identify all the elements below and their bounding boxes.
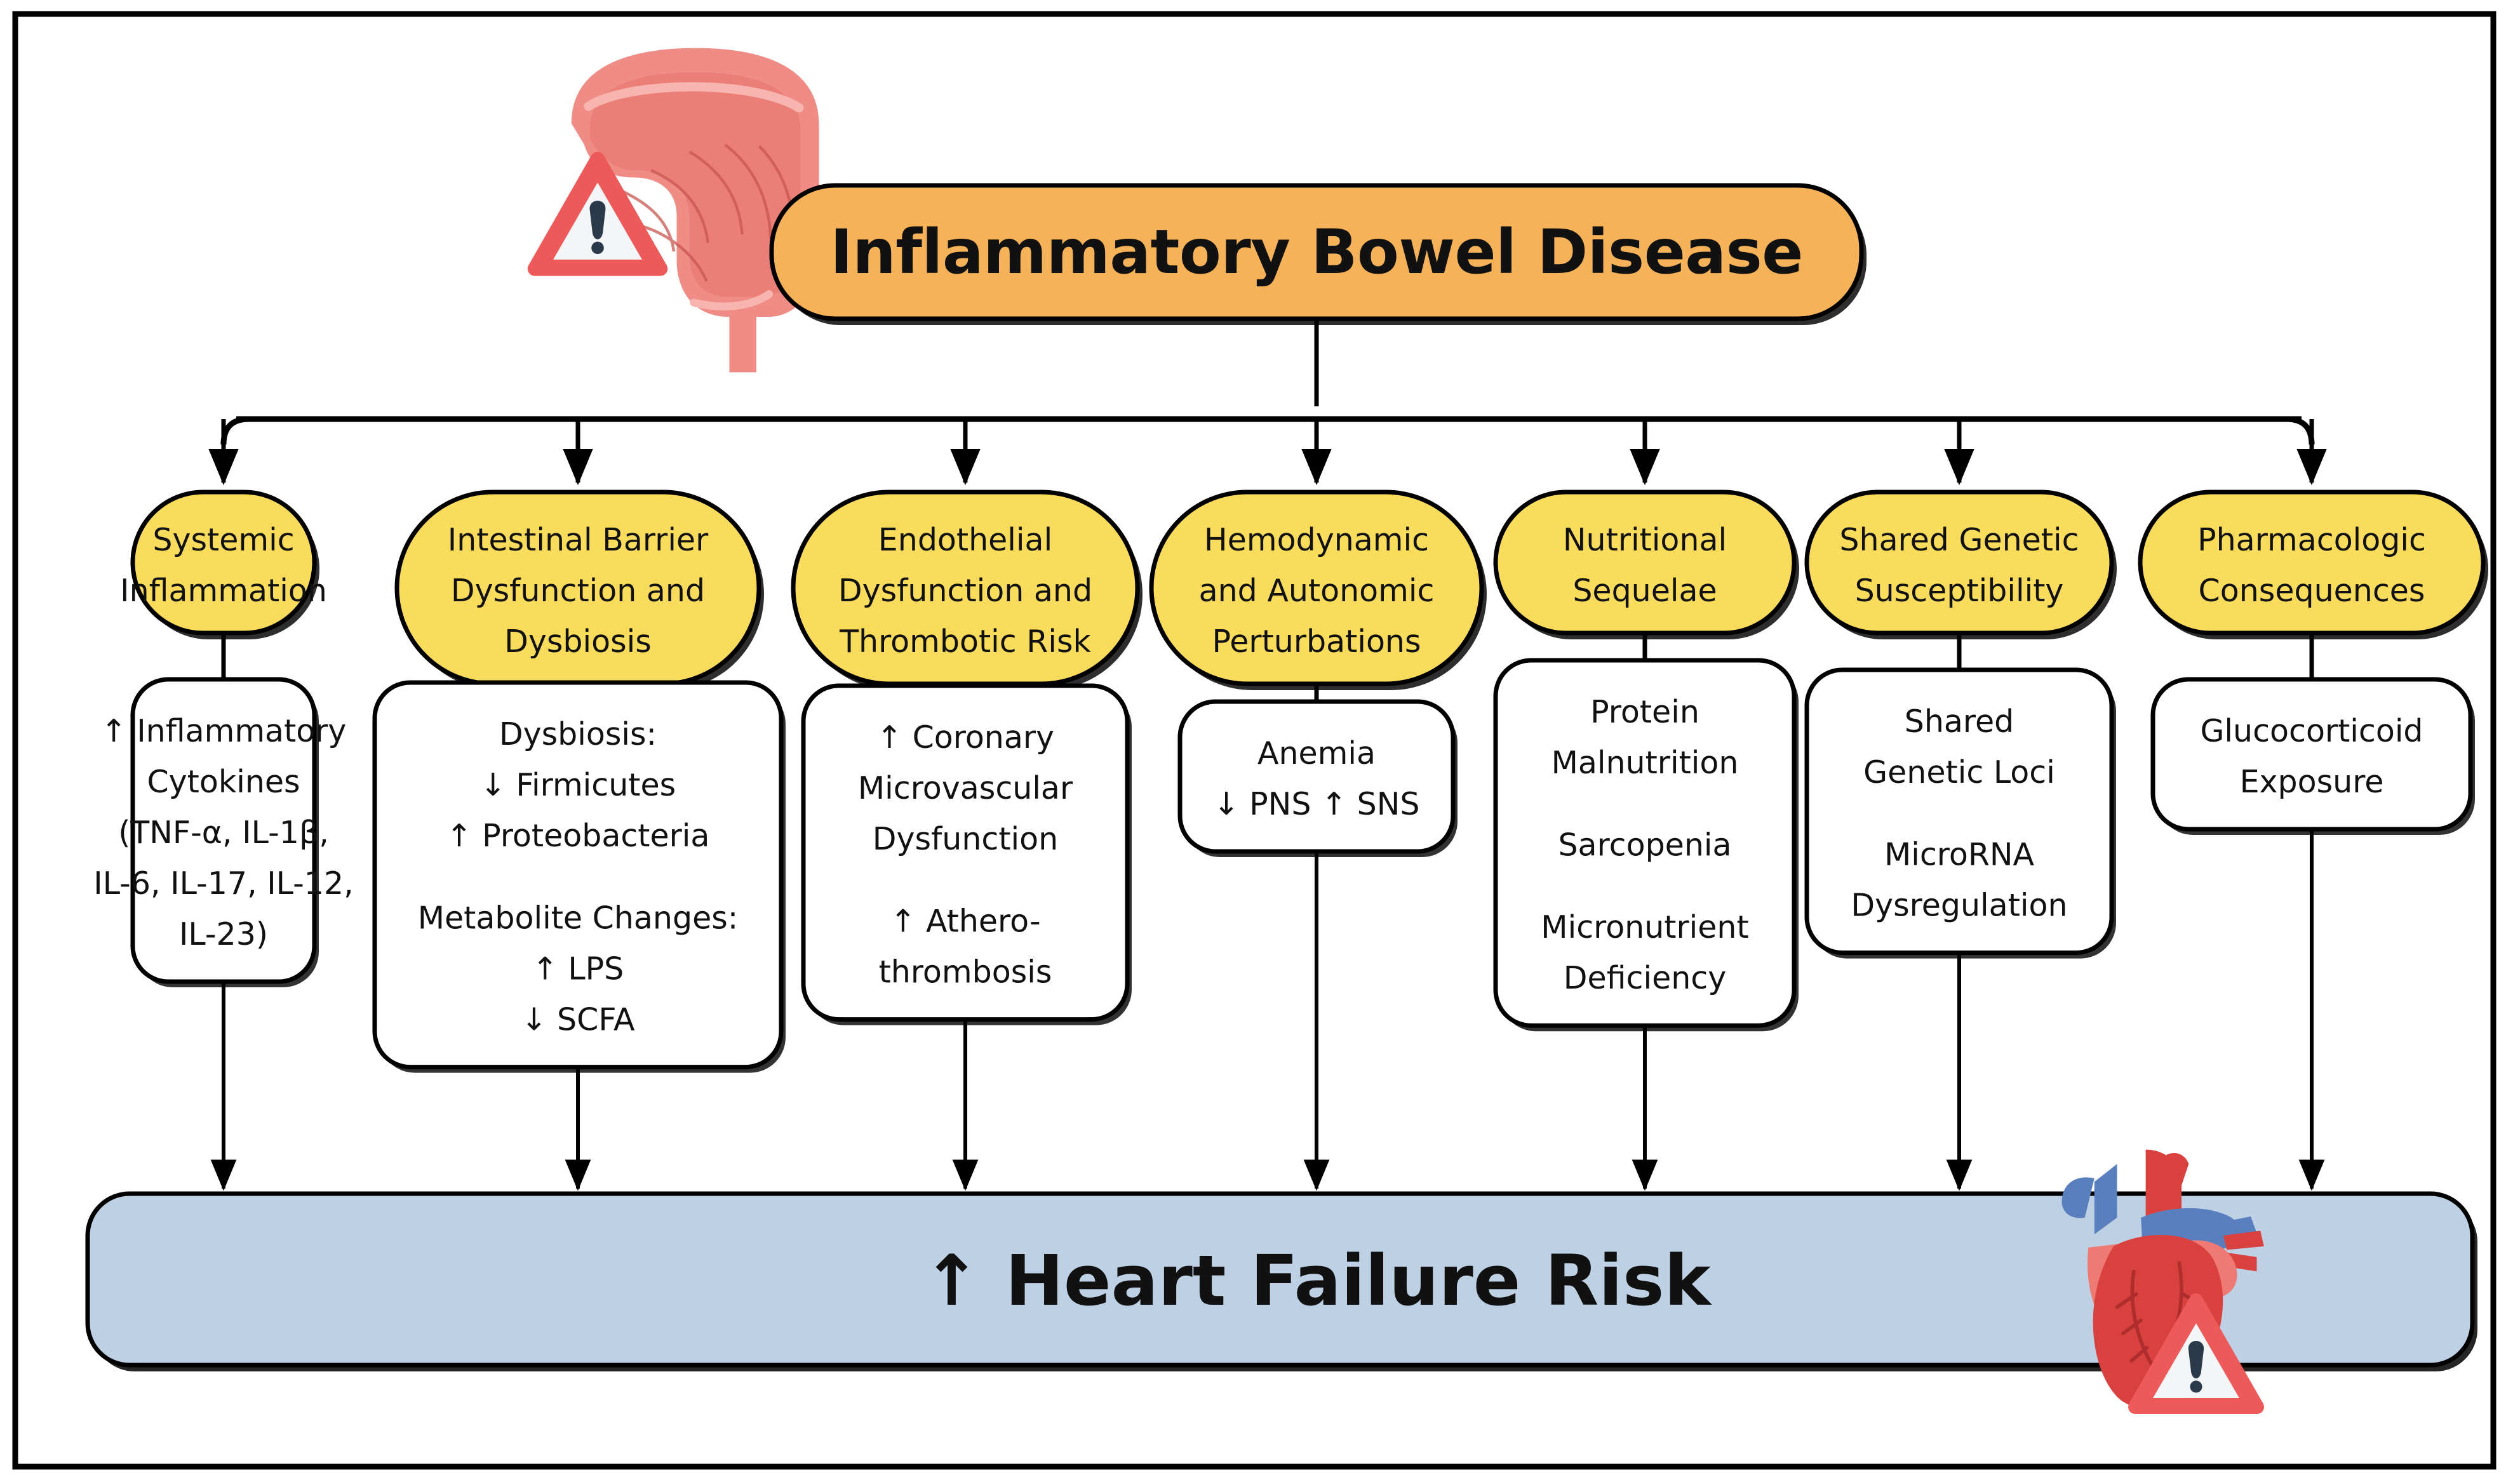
bus-right-curve — [2286, 416, 2315, 445]
detail-label-endothelial-dysfunction-line: ↑ Coronary — [876, 719, 1054, 756]
detail-label-endothelial-dysfunction-line: ↑ Athero- — [890, 903, 1040, 940]
outer-frame — [12, 11, 2497, 1470]
detail-label-pharmacologic-consequences-line: Exposure — [2240, 764, 2384, 800]
detail-box-pharmacologic-consequences[interactable] — [2150, 677, 2473, 832]
mechanism-pill-label-nutritional-sequelae-line: Nutritional — [1563, 522, 1727, 558]
detail-label-intestinal-barrier-dysfunction-line: Metabolite Changes: — [418, 900, 739, 937]
mechanism-pill-label-pharmacologic-consequences-line: Consequences — [2199, 573, 2425, 609]
mechanism-pill-nutritional-sequelae[interactable] — [1493, 490, 1797, 636]
mechanism-pill-label-endothelial-dysfunction-line: Endothelial — [878, 522, 1052, 558]
detail-label-endothelial-dysfunction-line: Microvascular — [858, 770, 1073, 806]
detail-label-systemic-inflammation-line: (TNF-α, IL-1β, — [118, 815, 329, 851]
detail-label-nutritional-sequelae-line: Protein — [1590, 694, 1699, 730]
detail-label-pharmacologic-consequences-line: Glucocorticoid — [2200, 713, 2423, 749]
detail-label-shared-genetic-susceptibility-line: Shared — [1905, 703, 2014, 740]
detail-label-intestinal-barrier-dysfunction-line: ↑ Proteobacteria — [446, 818, 710, 854]
mechanism-pill-label-intestinal-barrier-dysfunction-line: Dysfunction and — [451, 573, 705, 609]
mechanism-pill-label-endothelial-dysfunction-line: Thrombotic Risk — [839, 623, 1091, 660]
detail-label-systemic-inflammation-line: Cytokines — [147, 764, 300, 800]
mechanism-pill-label-shared-genetic-susceptibility-line: Shared Genetic — [1839, 522, 2079, 558]
branch-shared-genetic-susceptibility: Shared GeneticSusceptibilitySharedGeneti… — [1804, 490, 2117, 1191]
detail-label-intestinal-barrier-dysfunction-line: ↓ Firmicutes — [480, 767, 676, 803]
mechanism-pill-label-systemic-inflammation-line: Systemic — [152, 522, 294, 558]
mechanism-pill-label-pharmacologic-consequences-line: Pharmacologic — [2197, 522, 2426, 558]
detail-label-nutritional-sequelae-line: Deficiency — [1564, 960, 1726, 996]
page-title: Inflammatory Bowel Disease — [830, 217, 1803, 288]
bus-left-curve — [220, 416, 250, 445]
mechanism-pill-label-systemic-inflammation-line: Inflammation — [120, 573, 327, 609]
detail-label-systemic-inflammation-line: IL-6, IL-17, IL-12, — [93, 865, 353, 902]
detail-label-shared-genetic-susceptibility-line: Dysregulation — [1851, 888, 2067, 924]
detail-label-endothelial-dysfunction-line: Dysfunction — [873, 821, 1058, 857]
detail-label-shared-genetic-susceptibility-line: Genetic Loci — [1863, 754, 2055, 790]
detail-label-hemodynamic-autonomic: Anemia ↓ PNS ↑ SNS — [1213, 735, 1419, 822]
outcome-bar[interactable] — [85, 1191, 2475, 1368]
detail-label-nutritional-sequelae: ProteinMalnutritionSarcopeniaMicronutrie… — [1541, 694, 1748, 996]
detail-label-hemodynamic-autonomic-line: ↓ PNS ↑ SNS — [1213, 786, 1419, 822]
detail-box-hemodynamic-autonomic[interactable] — [1177, 699, 1456, 854]
branch-hemodynamic-autonomic: Hemodynamic and AutonomicPerturbationsAne… — [1149, 490, 1487, 1191]
mechanism-pill-pharmacologic-consequences[interactable] — [2138, 490, 2486, 636]
mechanism-pill-shared-genetic-susceptibility[interactable] — [1804, 490, 2114, 636]
detail-label-intestinal-barrier-dysfunction-line: Dysbiosis: — [499, 716, 657, 752]
mechanism-pill-label-hemodynamic-autonomic-line: and Autonomic — [1199, 573, 1435, 609]
mechanism-pill-label-shared-genetic-susceptibility-line: Susceptibility — [1855, 573, 2064, 609]
branch-drops — [208, 418, 2327, 486]
mechanism-pill-label-hemodynamic-autonomic-line: Hemodynamic — [1204, 522, 1429, 558]
detail-label-endothelial-dysfunction-line: thrombosis — [879, 954, 1052, 990]
detail-label-intestinal-barrier-dysfunction-line: ↑ LPS — [532, 951, 624, 987]
mechanism-pill-label-nutritional-sequelae-line: Sequelae — [1572, 573, 1717, 609]
detail-label-systemic-inflammation-line: ↑ Inflammatory — [101, 713, 347, 749]
detail-label-shared-genetic-susceptibility-line: MicroRNA — [1884, 837, 2035, 873]
detail-label-intestinal-barrier-dysfunction-line: ↓ SCFA — [521, 1002, 635, 1038]
outcome-label: ↑ Heart Failure Risk — [922, 1240, 1712, 1321]
mechanism-pill-label-hemodynamic-autonomic-line: Perturbations — [1212, 623, 1421, 660]
mechanism-pill-label-endothelial-dysfunction-line: Dysfunction and — [838, 573, 1092, 609]
branch-pharmacologic-consequences: PharmacologicConsequencesGlucocorticoidE… — [2138, 490, 2488, 1191]
mechanism-pill-label-intestinal-barrier-dysfunction-line: Intestinal Barrier — [448, 522, 709, 558]
branch-nutritional-sequelae: NutritionalSequelaeProteinMalnutritionSa… — [1493, 490, 1799, 1191]
detail-label-nutritional-sequelae-line: Micronutrient — [1541, 909, 1748, 945]
mechanism-pill-systemic-inflammation[interactable] — [130, 490, 317, 636]
detail-label-nutritional-sequelae-line: Malnutrition — [1552, 745, 1739, 781]
detail-label-nutritional-sequelae-line: Sarcopenia — [1558, 827, 1731, 863]
mechanism-pill-label-intestinal-barrier-dysfunction-line: Dysbiosis — [504, 623, 652, 660]
detail-label-hemodynamic-autonomic-line: Anemia — [1257, 735, 1376, 771]
detail-label-systemic-inflammation-line: IL-23) — [179, 916, 268, 952]
detail-label-intestinal-barrier-dysfunction: Dysbiosis: ↓ Firmicutes ↑ ProteobacteriaMe… — [418, 716, 739, 1038]
